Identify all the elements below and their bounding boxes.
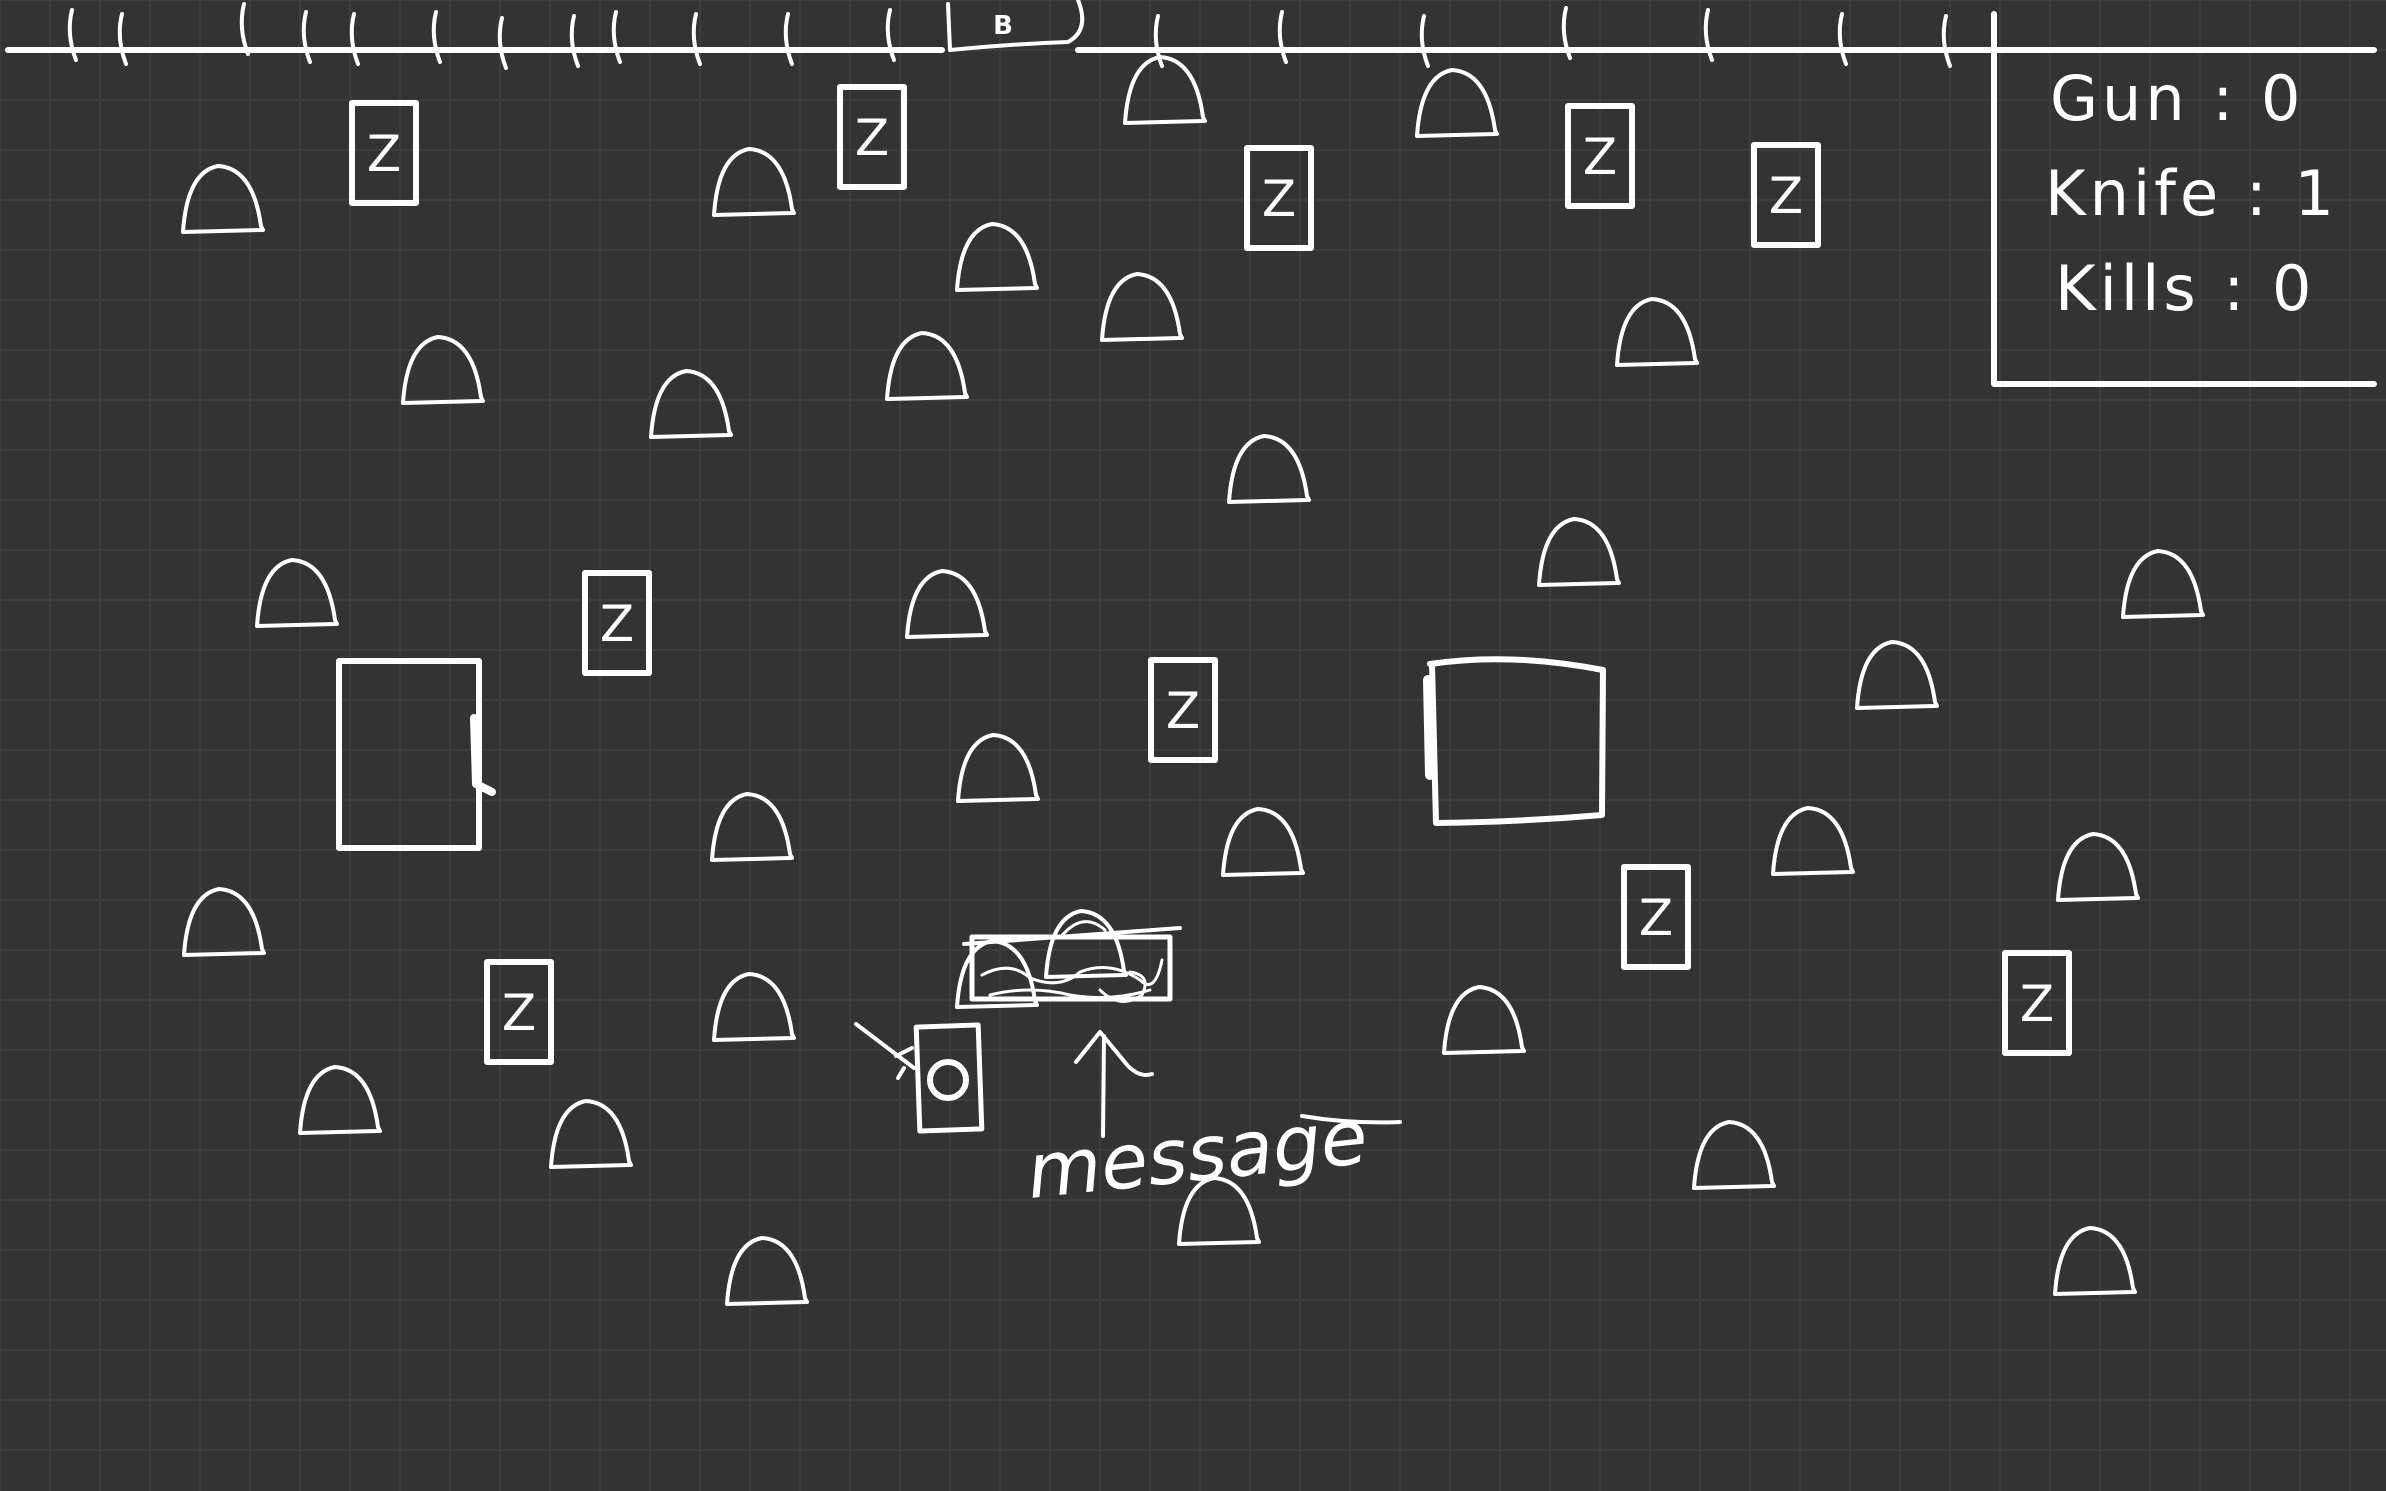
tombstone-icon — [2121, 549, 2205, 619]
zombie-card-icon[interactable]: Z — [1244, 145, 1314, 251]
zombie-label: Z — [1166, 682, 1200, 740]
zombie-label: Z — [367, 125, 401, 183]
fence-post — [117, 12, 128, 66]
tombstone-icon — [1227, 434, 1311, 504]
zombie-label: Z — [502, 984, 536, 1042]
hud-panel: Gun : 0 Knife : 1 Kills : 0 — [1991, 11, 2377, 387]
message-box — [962, 920, 1182, 1003]
hud-gun-value: 0 — [2261, 62, 2304, 135]
svg-text:Gun : 0: Gun : 0 — [2050, 62, 2304, 135]
zombie-layer: Z Z Z Z Z Z Z Z Z Z — [349, 84, 2072, 1065]
fence-post — [301, 10, 312, 64]
hud-knife-label: Knife — [2045, 157, 2222, 230]
tombstone-icon — [1123, 55, 1207, 125]
tombstone-icon — [2056, 832, 2140, 902]
arrow-up-icon — [1074, 1030, 1154, 1138]
tombstone-icon — [712, 972, 796, 1042]
svg-text:Kills : 0: Kills : 0 — [2055, 252, 2315, 325]
tombstone-icon — [182, 887, 266, 957]
tombstone-icon — [549, 1099, 633, 1169]
zombie-label: Z — [1583, 128, 1617, 186]
zombie-card-icon[interactable]: Z — [349, 100, 419, 206]
hud-knife-value: 1 — [2294, 157, 2337, 230]
tombstone-icon — [1771, 806, 1855, 876]
top-fence — [5, 2, 2377, 70]
tombstone-icon — [1442, 985, 1526, 1055]
fence-post — [497, 16, 508, 70]
zombie-label: Z — [855, 109, 889, 167]
zombie-card-icon[interactable]: Z — [1148, 657, 1218, 763]
building-right[interactable] — [1423, 656, 1606, 826]
fence-post — [1419, 14, 1430, 68]
fence-post — [1703, 8, 1714, 62]
zombie-card-icon[interactable]: Z — [582, 570, 652, 676]
zombie-card-icon[interactable]: Z — [2002, 950, 2072, 1056]
fence-post — [349, 12, 360, 66]
building-left[interactable] — [336, 658, 496, 851]
tombstone-icon — [1537, 517, 1621, 587]
building-right-door-icon — [1423, 675, 1435, 780]
hud-kills-value: 0 — [2272, 252, 2315, 325]
tombstone-icon — [885, 331, 969, 401]
hud-kills-label: Kills — [2055, 252, 2200, 325]
top-item-slot[interactable]: B — [946, 0, 1085, 52]
zombie-card-icon[interactable]: Z — [1751, 142, 1821, 248]
fence-post — [611, 10, 622, 64]
tombstone-icon — [955, 222, 1039, 292]
tombstone-icon — [255, 558, 339, 628]
tombstone-icon — [1415, 68, 1499, 138]
fence-post — [691, 12, 702, 66]
zombie-card-icon[interactable]: Z — [837, 84, 907, 190]
tombstone-icon — [905, 569, 989, 639]
tombstone-icon — [1692, 1120, 1776, 1190]
zombie-card-icon[interactable]: Z — [1565, 103, 1635, 209]
hud-gun-label: Gun — [2050, 62, 2189, 135]
zombie-label: Z — [2020, 975, 2054, 1033]
tombstone-icon — [1221, 807, 1305, 877]
fence-post — [1941, 14, 1952, 68]
top-item-label: B — [993, 11, 1013, 41]
building-left-door-icon — [470, 714, 496, 796]
zombie-label: Z — [600, 595, 634, 653]
tombstone-icon — [298, 1065, 382, 1135]
zombie-card-icon[interactable]: Z — [484, 959, 554, 1065]
zombie-label: Z — [1262, 170, 1296, 228]
zombie-label: Z — [1639, 889, 1673, 947]
fence-post — [431, 10, 442, 64]
tombstone-layer — [181, 55, 2205, 1306]
tombstone-icon — [649, 369, 733, 439]
zombie-label: Z — [1769, 167, 1803, 225]
svg-text:Knife : 1: Knife : 1 — [2045, 157, 2338, 230]
fence-post — [1561, 6, 1572, 60]
tombstone-icon — [725, 1236, 809, 1306]
tombstone-icon — [181, 164, 265, 234]
fence-post — [1153, 14, 1164, 68]
tombstone-icon — [710, 792, 794, 862]
fence-post — [1837, 12, 1848, 66]
fence-post — [569, 14, 580, 68]
fence-post — [1277, 10, 1288, 64]
tombstone-icon — [1615, 297, 1699, 367]
fence-post — [783, 12, 794, 66]
tombstone-icon — [1855, 640, 1939, 710]
fence-post — [67, 8, 78, 62]
tombstone-icon — [401, 335, 485, 405]
tombstone-icon — [1044, 909, 1128, 979]
tombstone-icon — [2053, 1226, 2137, 1296]
tombstone-icon — [1177, 1176, 1261, 1246]
tombstone-icon — [956, 733, 1040, 803]
zombie-card-icon[interactable]: Z — [1621, 864, 1691, 970]
fence-post — [885, 8, 896, 62]
player-icon[interactable] — [854, 1022, 985, 1134]
fence-post — [239, 2, 250, 56]
message-annotation: message — [1023, 1092, 1372, 1216]
tombstone-icon — [712, 147, 796, 217]
tombstone-icon — [1100, 272, 1184, 342]
